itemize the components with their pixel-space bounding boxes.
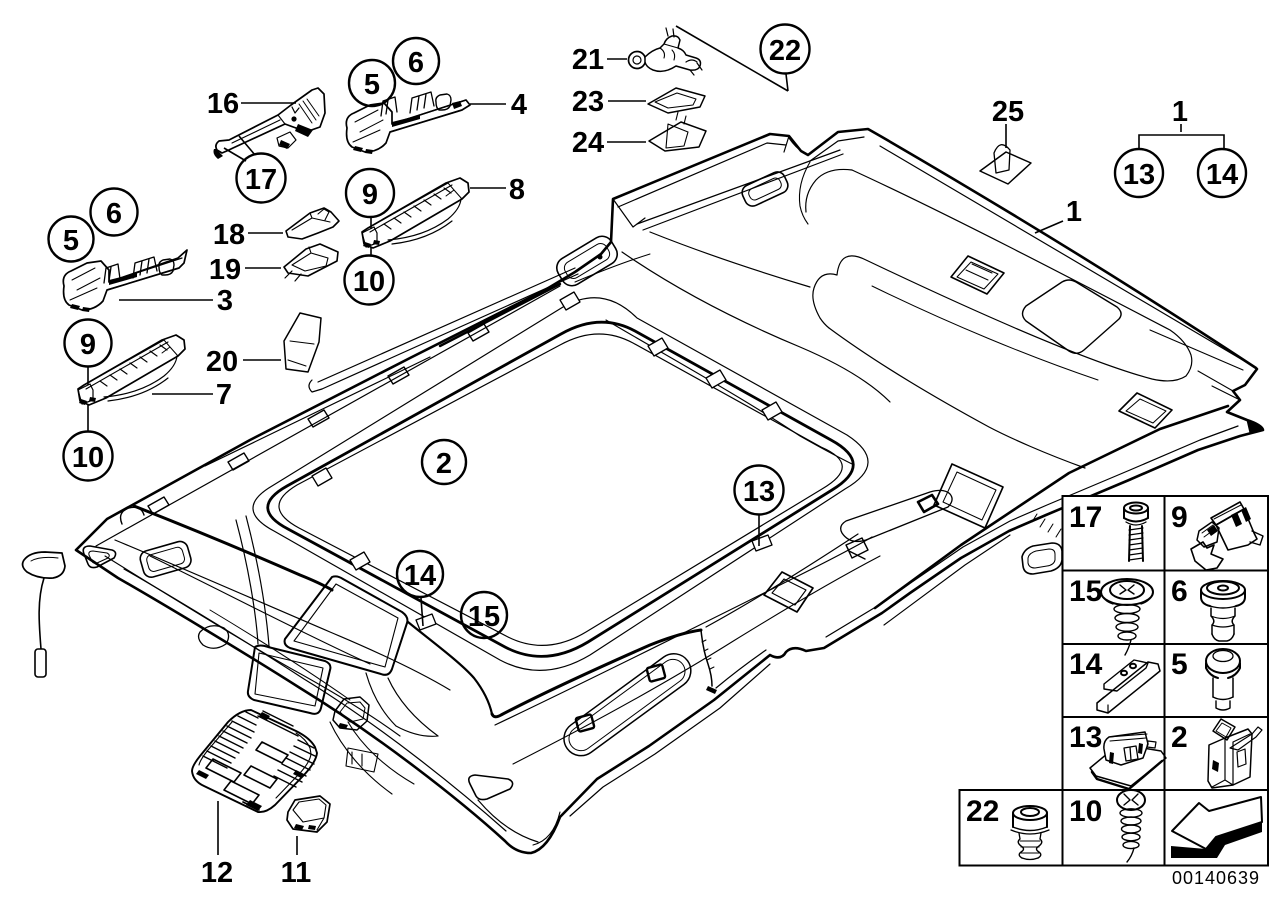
svg-text:19: 19 [209,254,241,286]
svg-text:21: 21 [572,44,604,76]
svg-text:15: 15 [1069,575,1102,608]
svg-text:23: 23 [572,86,604,118]
svg-text:13: 13 [743,476,775,508]
svg-text:10: 10 [353,266,385,298]
svg-text:8: 8 [509,174,525,206]
svg-text:00140639: 00140639 [1172,868,1260,888]
svg-text:14: 14 [404,560,436,592]
svg-text:25: 25 [992,96,1024,128]
svg-text:3: 3 [217,285,233,317]
svg-text:17: 17 [245,164,277,196]
svg-text:7: 7 [216,379,232,411]
svg-text:18: 18 [213,219,245,251]
svg-text:14: 14 [1069,648,1103,681]
svg-text:2: 2 [436,448,452,480]
svg-text:9: 9 [80,329,96,361]
svg-text:13: 13 [1123,159,1155,191]
svg-text:4: 4 [511,89,527,121]
svg-text:22: 22 [966,795,999,828]
svg-text:9: 9 [362,179,378,211]
svg-text:11: 11 [281,857,312,889]
svg-text:14: 14 [1206,159,1238,191]
svg-text:2: 2 [1171,721,1188,754]
svg-text:13: 13 [1069,721,1102,754]
svg-text:1: 1 [1066,196,1082,228]
svg-text:10: 10 [1069,795,1102,828]
svg-text:6: 6 [106,198,122,230]
svg-text:12: 12 [201,857,233,889]
svg-text:1: 1 [1172,96,1188,128]
svg-text:5: 5 [63,225,79,257]
svg-text:6: 6 [408,47,424,79]
svg-text:22: 22 [769,35,801,67]
svg-text:10: 10 [72,442,104,474]
svg-text:5: 5 [364,69,380,101]
svg-text:15: 15 [468,601,500,633]
svg-text:24: 24 [572,127,604,159]
svg-text:17: 17 [1069,501,1102,534]
svg-text:20: 20 [206,346,238,378]
svg-text:5: 5 [1171,648,1188,681]
svg-text:9: 9 [1171,501,1188,534]
svg-text:6: 6 [1171,575,1188,608]
svg-text:16: 16 [207,88,239,120]
